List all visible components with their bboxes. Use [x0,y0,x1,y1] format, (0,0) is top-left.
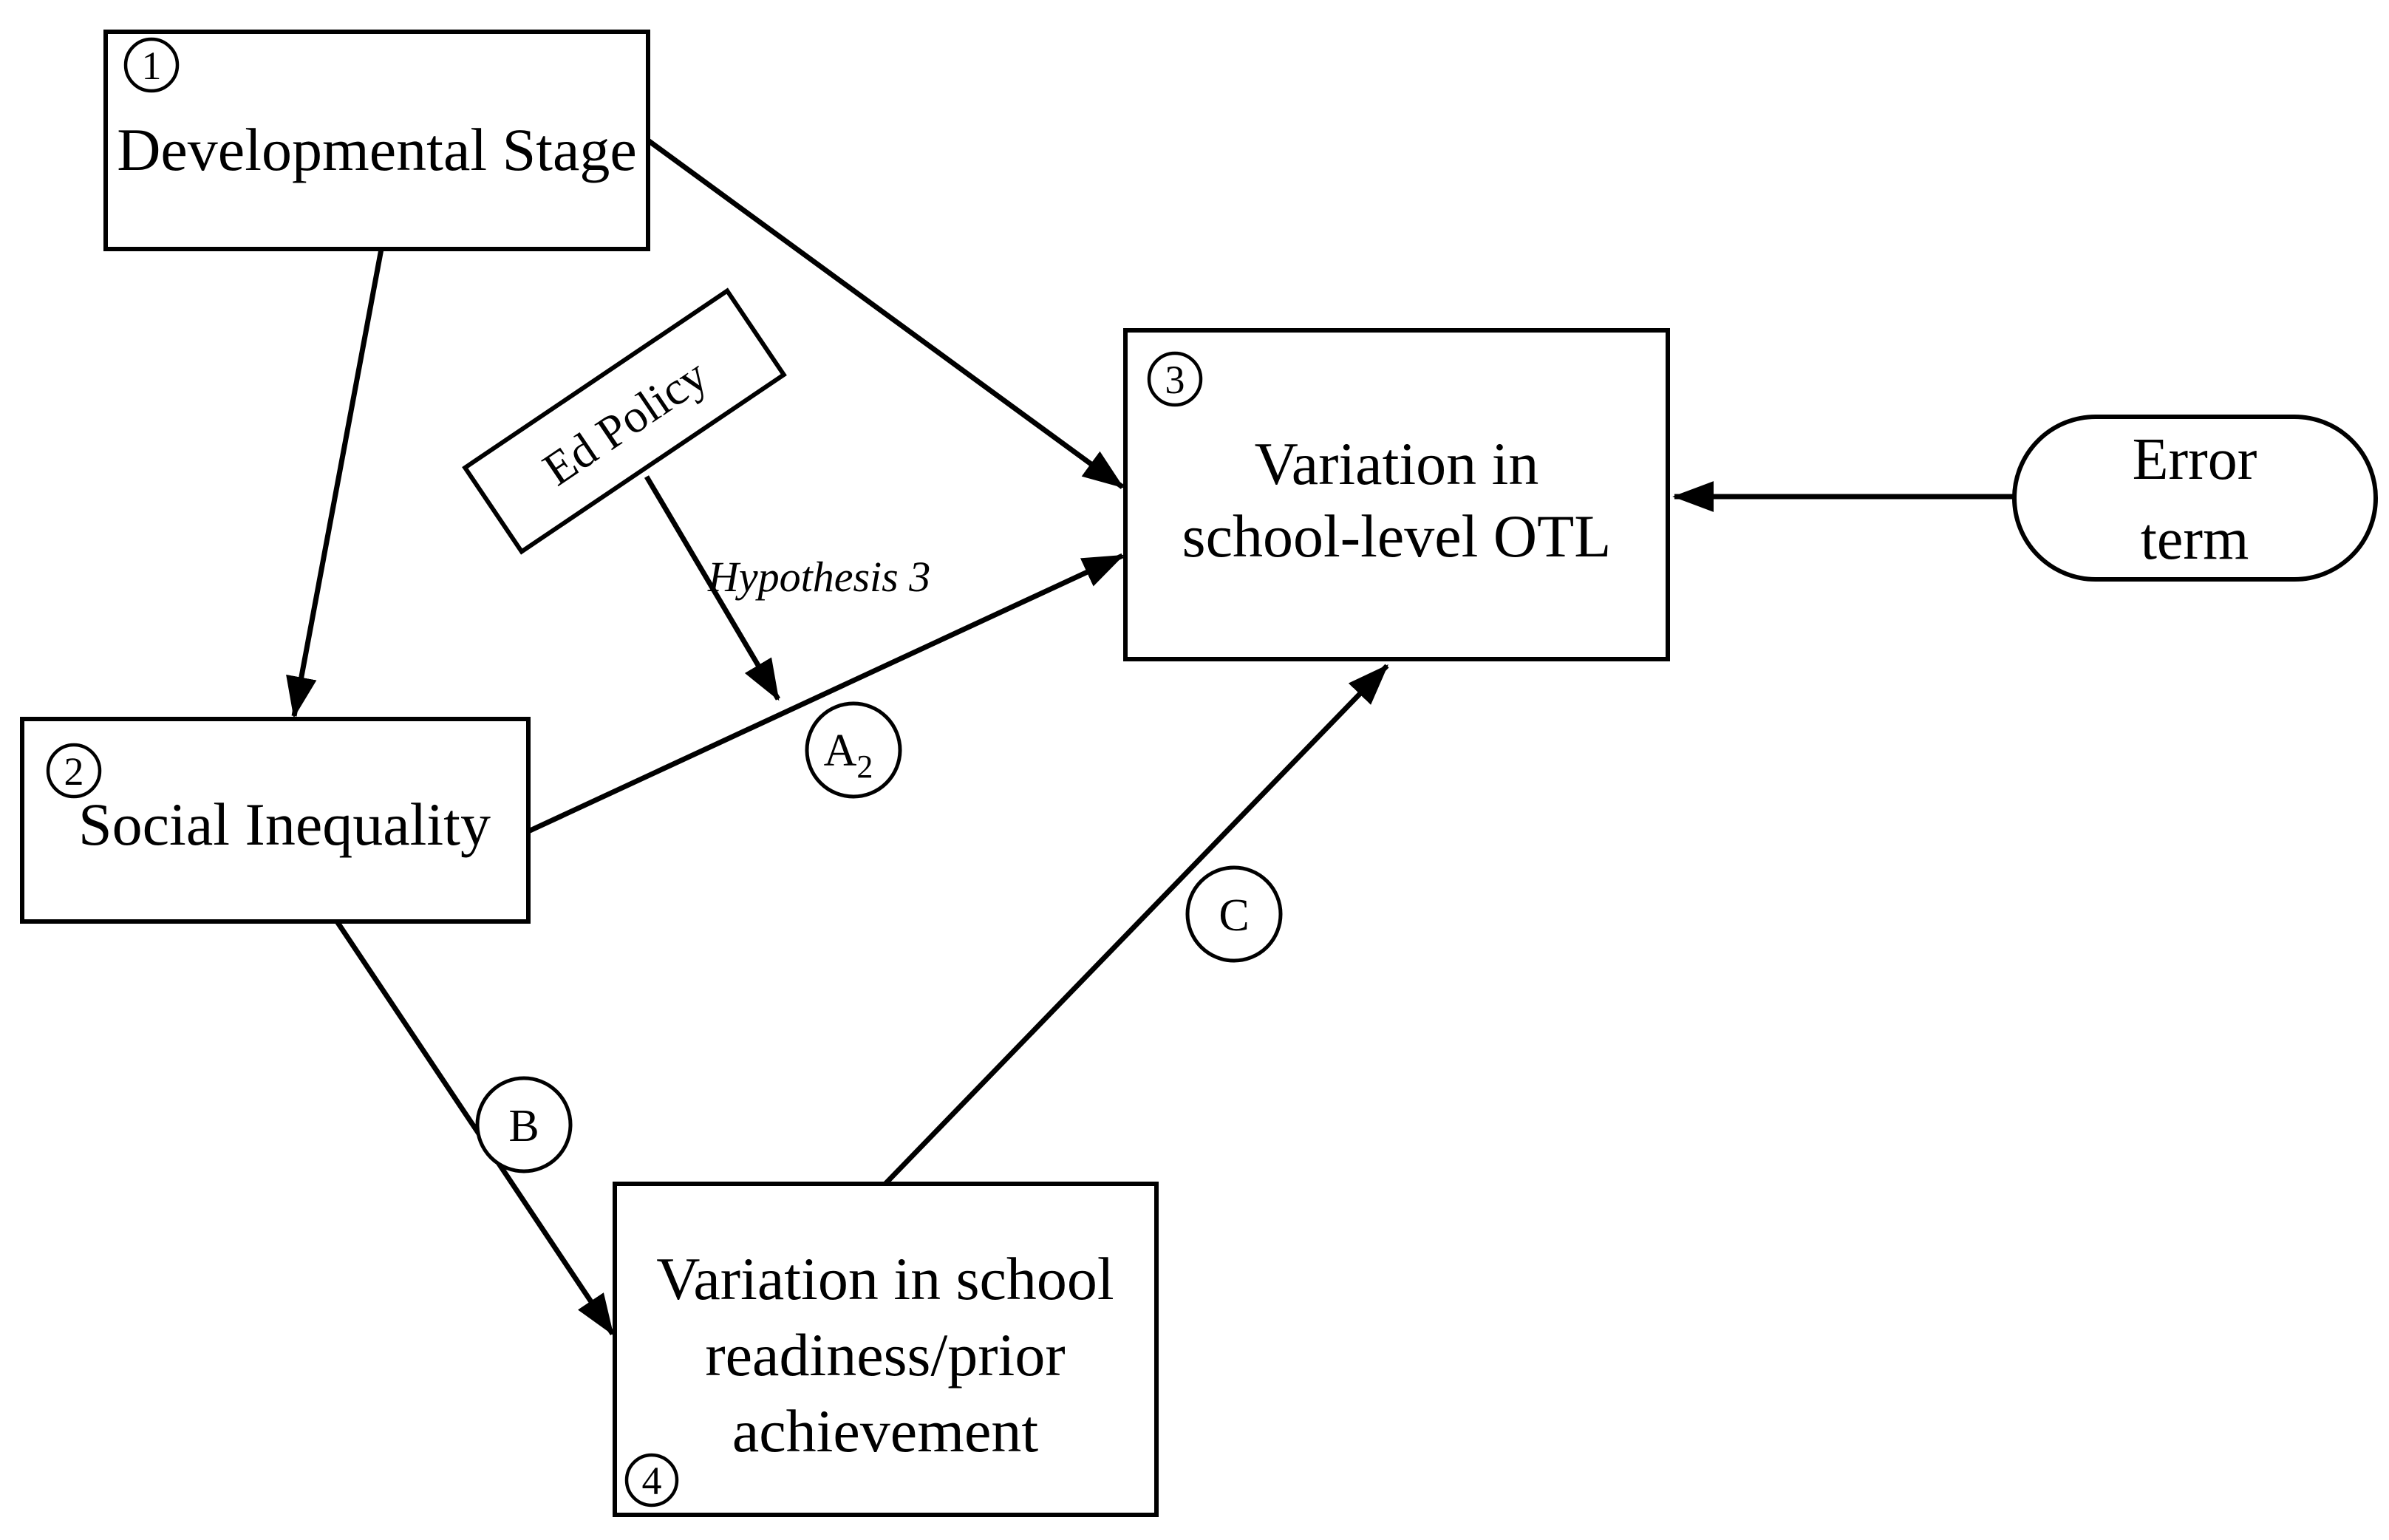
path-c-circle-icon [1185,865,1283,963]
path-b-label: B [508,1101,539,1151]
developmental-stage-label: Developmental Stage [117,116,637,183]
path-label-b: B [475,1076,573,1173]
ed-policy-box [462,287,787,555]
node-social-inequality: 2 Social Inequality [20,717,531,924]
error-term-pill [2012,415,2378,582]
node-developmental-stage: 1 Developmental Stage [103,30,650,251]
error-term-label-line2: term [2141,507,2249,572]
school-readiness-box [613,1182,1159,1517]
school-level-otl-label-line1: Variation in [1255,430,1539,497]
social-inequality-label: Social Inequality [78,791,491,858]
arrow-readiness-to-otl [883,664,1389,1186]
school-level-otl-label-line2: school-level OTL [1182,502,1612,570]
node-school-level-otl: 3 Variation in school-level OTL [1123,328,1670,661]
arrow-developmental-stage-to-otl [646,138,1125,489]
social-inequality-number: 2 [64,749,84,794]
social-inequality-box [20,717,531,924]
arrow-social-inequality-to-otl [527,553,1125,834]
school-level-otl-number: 3 [1165,358,1185,402]
number-3-circle-icon [1147,351,1203,407]
developmental-stage-number: 1 [142,44,162,88]
number-2-circle-icon [46,743,102,799]
path-c-label: C [1219,890,1249,941]
hypothesis-3-label: Hypothesis 3 [707,553,930,601]
path-label-c: C [1185,865,1283,963]
path-b-circle-icon [475,1076,573,1173]
school-level-otl-box [1123,328,1670,661]
path-a2-label: A2 [824,726,873,785]
error-term-label-line1: Error [2133,427,2257,492]
school-readiness-label-line3: achievement [732,1397,1039,1465]
developmental-stage-box [103,30,650,251]
number-4-circle-icon [624,1453,679,1507]
number-1-circle-icon [123,37,180,93]
node-ed-policy: Ed Policy [462,287,787,555]
arrow-social-inequality-to-readiness [335,920,615,1336]
arrow-developmental-stage-to-social-inequality [286,248,384,718]
path-a2-circle-icon [805,701,902,799]
arrow-ed-policy-to-path-a [644,475,781,701]
node-school-readiness: Variation in school readiness/prior achi… [613,1182,1159,1517]
school-readiness-label-line2: readiness/prior [705,1321,1065,1389]
node-error-term: Error term [2012,415,2378,582]
school-readiness-label-line1: Variation in school [656,1245,1114,1312]
path-label-a2: A2 [805,701,902,799]
school-readiness-number: 4 [642,1459,662,1503]
